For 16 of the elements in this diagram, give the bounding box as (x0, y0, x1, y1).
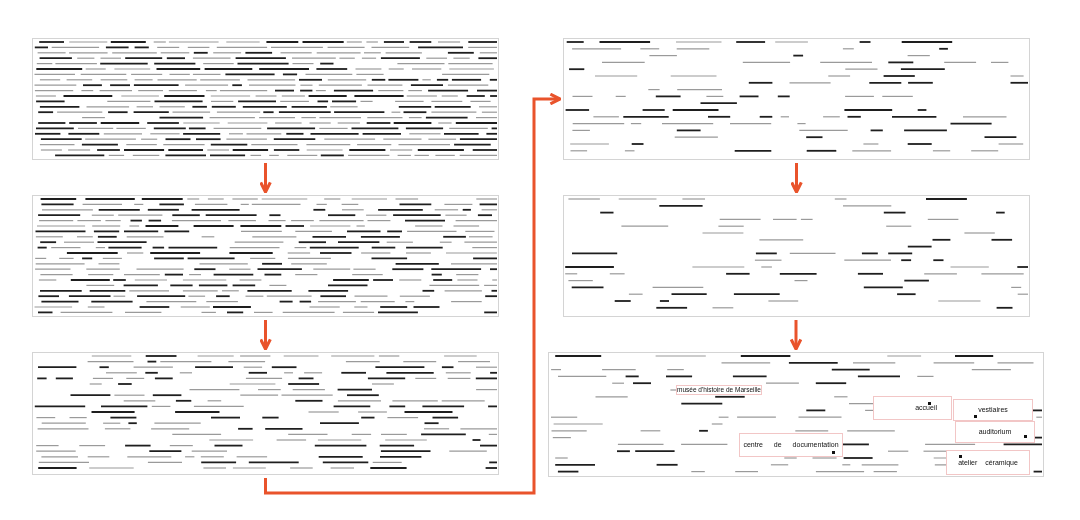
dash-pattern-panel (548, 352, 1044, 477)
label-frame (873, 396, 952, 420)
dash-pattern-panel (32, 38, 499, 160)
dash-pattern-panel (563, 195, 1030, 317)
label-frame (953, 399, 1033, 421)
dash-pattern-panel (32, 352, 499, 475)
label-frame (955, 421, 1035, 443)
arrow (264, 92, 562, 495)
dash-pattern-panel (32, 195, 499, 317)
arrow (259, 320, 272, 351)
dash-pattern-panel (563, 38, 1030, 160)
label-frame (946, 450, 1030, 475)
arrow (790, 163, 803, 194)
arrow (259, 163, 272, 194)
arrow (789, 320, 803, 351)
label-frame (739, 433, 843, 457)
